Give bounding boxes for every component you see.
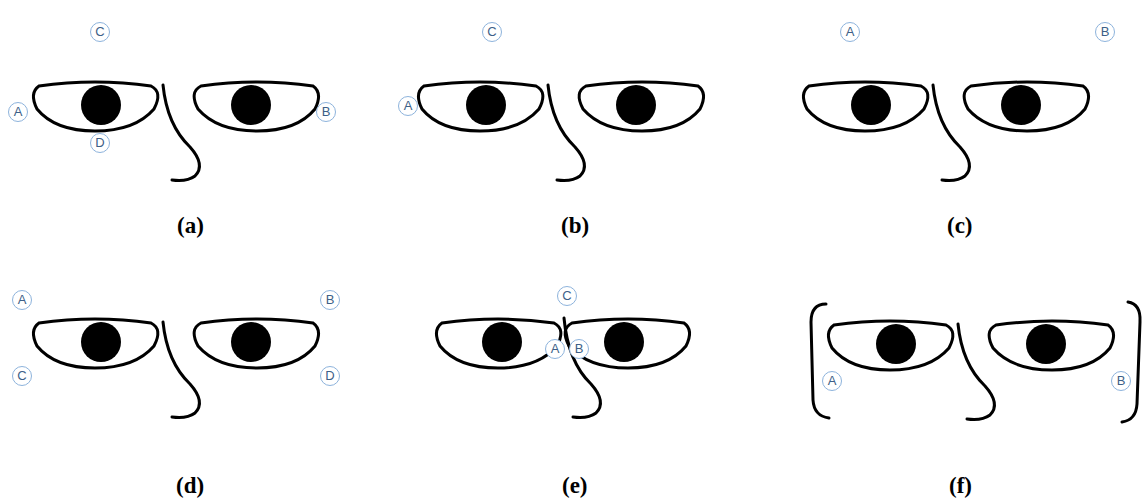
- panel-caption: (f): [949, 473, 972, 498]
- callout-letter: C: [482, 22, 502, 42]
- panel-caption: (b): [561, 213, 589, 238]
- bracket: [811, 304, 829, 418]
- bracket: [1122, 302, 1140, 422]
- callout-letter: A: [822, 371, 842, 391]
- callout-letter: A: [12, 290, 32, 310]
- callout-letter: B: [569, 339, 589, 359]
- face-a: [33, 82, 318, 181]
- panel-caption: (e): [562, 473, 588, 498]
- panel-caption: (c): [947, 213, 973, 238]
- callout-letter: C: [557, 286, 577, 306]
- callout-letter: B: [1111, 371, 1131, 391]
- callout-letter: A: [398, 96, 418, 116]
- callout-letter: B: [316, 102, 336, 122]
- panel-caption: (d): [176, 473, 204, 498]
- callout-letter: A: [840, 22, 860, 42]
- face-e: [436, 318, 689, 418]
- callout-letter: D: [90, 133, 110, 153]
- face-f: [828, 321, 1113, 420]
- face-b: [418, 82, 703, 181]
- face-c: [803, 82, 1088, 181]
- callout-letter: B: [1095, 22, 1115, 42]
- callout-letter: D: [320, 366, 340, 386]
- callout-letter: A: [545, 339, 565, 359]
- callout-letter: C: [90, 22, 110, 42]
- callout-letter: B: [320, 290, 340, 310]
- callout-letter: A: [8, 102, 28, 122]
- callout-letter: C: [12, 366, 32, 386]
- face-d: [33, 319, 318, 418]
- panel-caption: (a): [177, 213, 204, 238]
